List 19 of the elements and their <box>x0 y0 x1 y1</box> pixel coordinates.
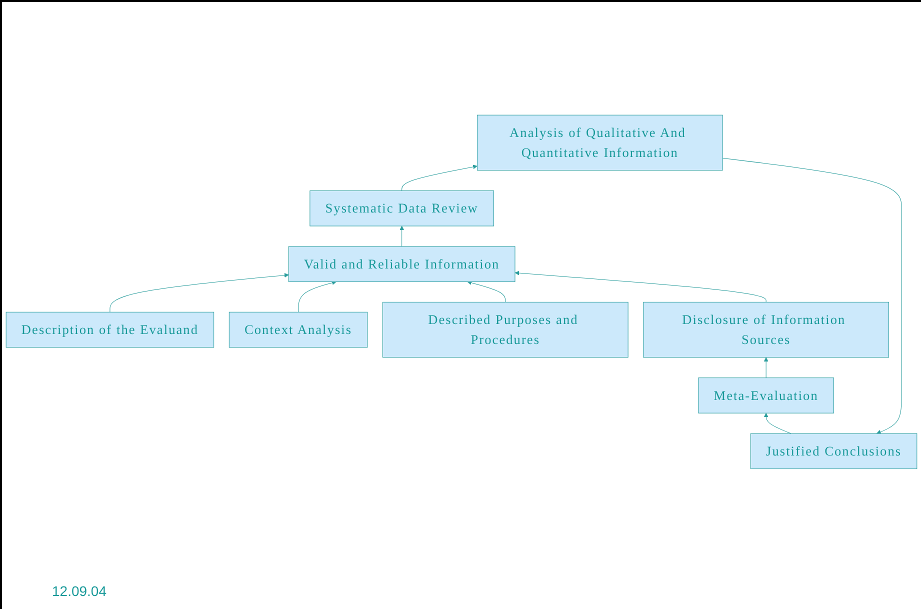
arrow <box>110 272 289 312</box>
node-box: Analysis of Qualitative And Quantitative Information <box>476 114 723 170</box>
arrow <box>467 280 506 302</box>
node-box: Systematic Data Review <box>310 190 494 226</box>
arrow <box>298 280 336 312</box>
node-box: Valid and Reliable Information <box>288 246 516 282</box>
node-box: Disclosure of Information Sources <box>643 301 889 358</box>
node-box: Context Analysis <box>228 311 368 348</box>
arrow <box>402 164 478 191</box>
node-box: Description of the Evaluand <box>6 311 214 348</box>
arrow <box>764 356 768 378</box>
date-label: 12.09.04 <box>52 583 106 599</box>
arrow <box>514 270 766 302</box>
arrow <box>400 225 404 246</box>
arrow <box>764 412 792 434</box>
node-box: Described Purposes and Procedures <box>382 301 628 358</box>
node-box: Justified Conclusions <box>750 432 918 469</box>
arrow <box>722 157 902 434</box>
node-box: Meta-Evaluation <box>698 377 834 413</box>
